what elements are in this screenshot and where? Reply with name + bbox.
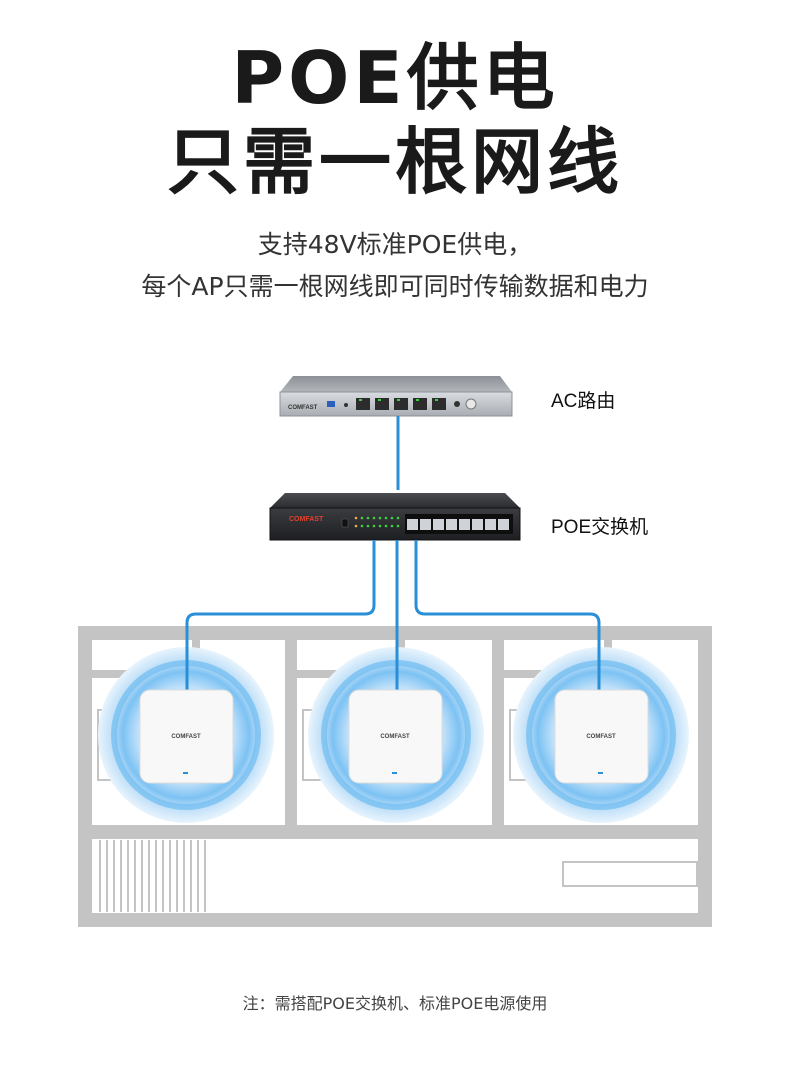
- footnote: 注：需搭配POE交换机、标准POE电源使用: [242, 994, 548, 1013]
- switch-ports: [405, 514, 513, 534]
- ap2-brand-text: COMFAST: [380, 734, 410, 740]
- ap3-brand-text: COMFAST: [586, 734, 616, 740]
- access-point-3: COMFAST: [554, 689, 649, 784]
- ac-router-label: AC路由: [551, 391, 616, 412]
- access-point-2: COMFAST: [348, 689, 443, 784]
- switch-leds: [354, 516, 400, 528]
- ap3-status-led: [598, 772, 603, 774]
- poe-switch: COMFAST: [269, 493, 521, 541]
- poe-switch-label: POE交换机: [551, 517, 649, 538]
- switch-brand-text: COMFAST: [289, 516, 324, 523]
- ap2-status-led: [392, 772, 397, 774]
- network-diagram: COMFAST COMFAST: [78, 376, 712, 927]
- router-ports: [356, 398, 446, 410]
- subtitle-line2: 每个AP只需一根网线即可同时传输数据和电力: [141, 272, 649, 301]
- radiator: [99, 840, 206, 912]
- cables-switch-aps: [185, 540, 601, 692]
- subtitle-line1: 支持48V标准POE供电，: [257, 230, 533, 259]
- ap1-brand-text: COMFAST: [171, 734, 201, 740]
- cable-to-ap-1: [185, 540, 376, 692]
- headline-line2: 只需一根网线: [166, 120, 623, 204]
- router-brand-text: COMFAST: [288, 405, 318, 411]
- cable-to-ap-3: [414, 540, 601, 692]
- ap1-status-led: [183, 772, 188, 774]
- ac-router: COMFAST: [279, 376, 513, 417]
- access-point-1: COMFAST: [139, 689, 234, 784]
- headline-line1: POE供电: [231, 36, 559, 120]
